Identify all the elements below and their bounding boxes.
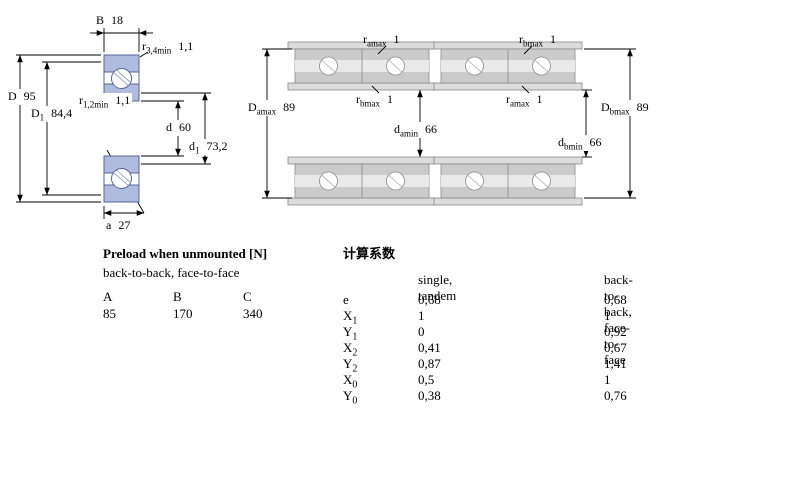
factor-row-X0: X0 0,5 1 [343,372,611,391]
factor-value-paired: 1 [604,308,611,323]
factor-value-paired: 1 [604,372,611,387]
back-to-back-drawing [262,41,437,206]
factor-value-paired: 0,92 [604,324,627,339]
preload-section: Preload when unmounted [N] back-to-back,… [103,246,313,322]
factor-symbol: X1 [343,308,358,327]
factor-symbol: Y1 [343,324,358,343]
face-to-face-drawing [433,41,636,206]
factor-value-paired: 0,67 [604,340,627,355]
factor-value-single: 1 [418,308,425,323]
factors-col-single-tandem: single, tandem [418,272,457,303]
factors-header-row: single, tandem back-to-back, face-to-fac… [343,272,633,367]
preload-col-B: B [173,289,182,304]
ball-hatch [113,70,131,187]
ball-hatch [467,60,549,188]
factor-row-e: e 0,68 0,68 [343,292,627,308]
factor-value-single: 0 [418,324,425,339]
calculation-factors-section: 计算系数 single, tandem back-to-back, face-t… [343,246,633,407]
factors-title: 计算系数 [343,246,396,261]
ball-hatch [321,60,403,188]
factor-row-X2: X2 0,41 0,67 [343,340,627,359]
preload-value-row: 85 170 340 [103,306,313,322]
factors-col-b2b-f2f: back-to-back, face-to-face [604,272,633,367]
factor-symbol: Y0 [343,388,358,407]
preload-subtitle: back-to-back, face-to-face [103,265,240,280]
preload-col-C: C [243,289,252,304]
preload-value-C: 340 [243,306,263,321]
factor-value-single: 0,68 [418,292,441,307]
factor-value-single: 0,5 [418,372,435,387]
factors-rows: e 0,68 0,68 X1 1 1 Y1 0 0,92 X2 0,41 0,6… [343,292,627,407]
factor-value-paired: 0,68 [604,292,627,307]
dimension-lines [521,45,636,199]
factor-value-single: 0,38 [418,388,441,403]
factor-row-Y0: Y0 0,38 0,76 [343,388,627,407]
preload-value-B: 170 [173,306,193,321]
mounting-sections [433,41,583,206]
factor-row-Y2: Y2 0,87 1,41 [343,356,627,375]
factor-value-paired: 0,76 [604,388,627,403]
mounting-sections [287,41,437,206]
preload-header-row: A B C [103,289,313,305]
factor-value-single: 0,41 [418,340,441,355]
factor-value-paired: 1,41 [604,356,627,371]
preload-title: Preload when unmounted [N] [103,246,268,261]
factor-symbol: Y2 [343,356,358,375]
preload-value-A: 85 [103,306,116,321]
preload-col-A: A [103,289,113,304]
factor-row-Y1: Y1 0 0,92 [343,324,627,343]
factor-row-X1: X1 1 1 [343,308,611,327]
factor-symbol: X2 [343,340,358,359]
factor-symbol: e [343,292,349,307]
factor-value-single: 0,87 [418,356,441,371]
factor-symbol: X0 [343,372,358,391]
